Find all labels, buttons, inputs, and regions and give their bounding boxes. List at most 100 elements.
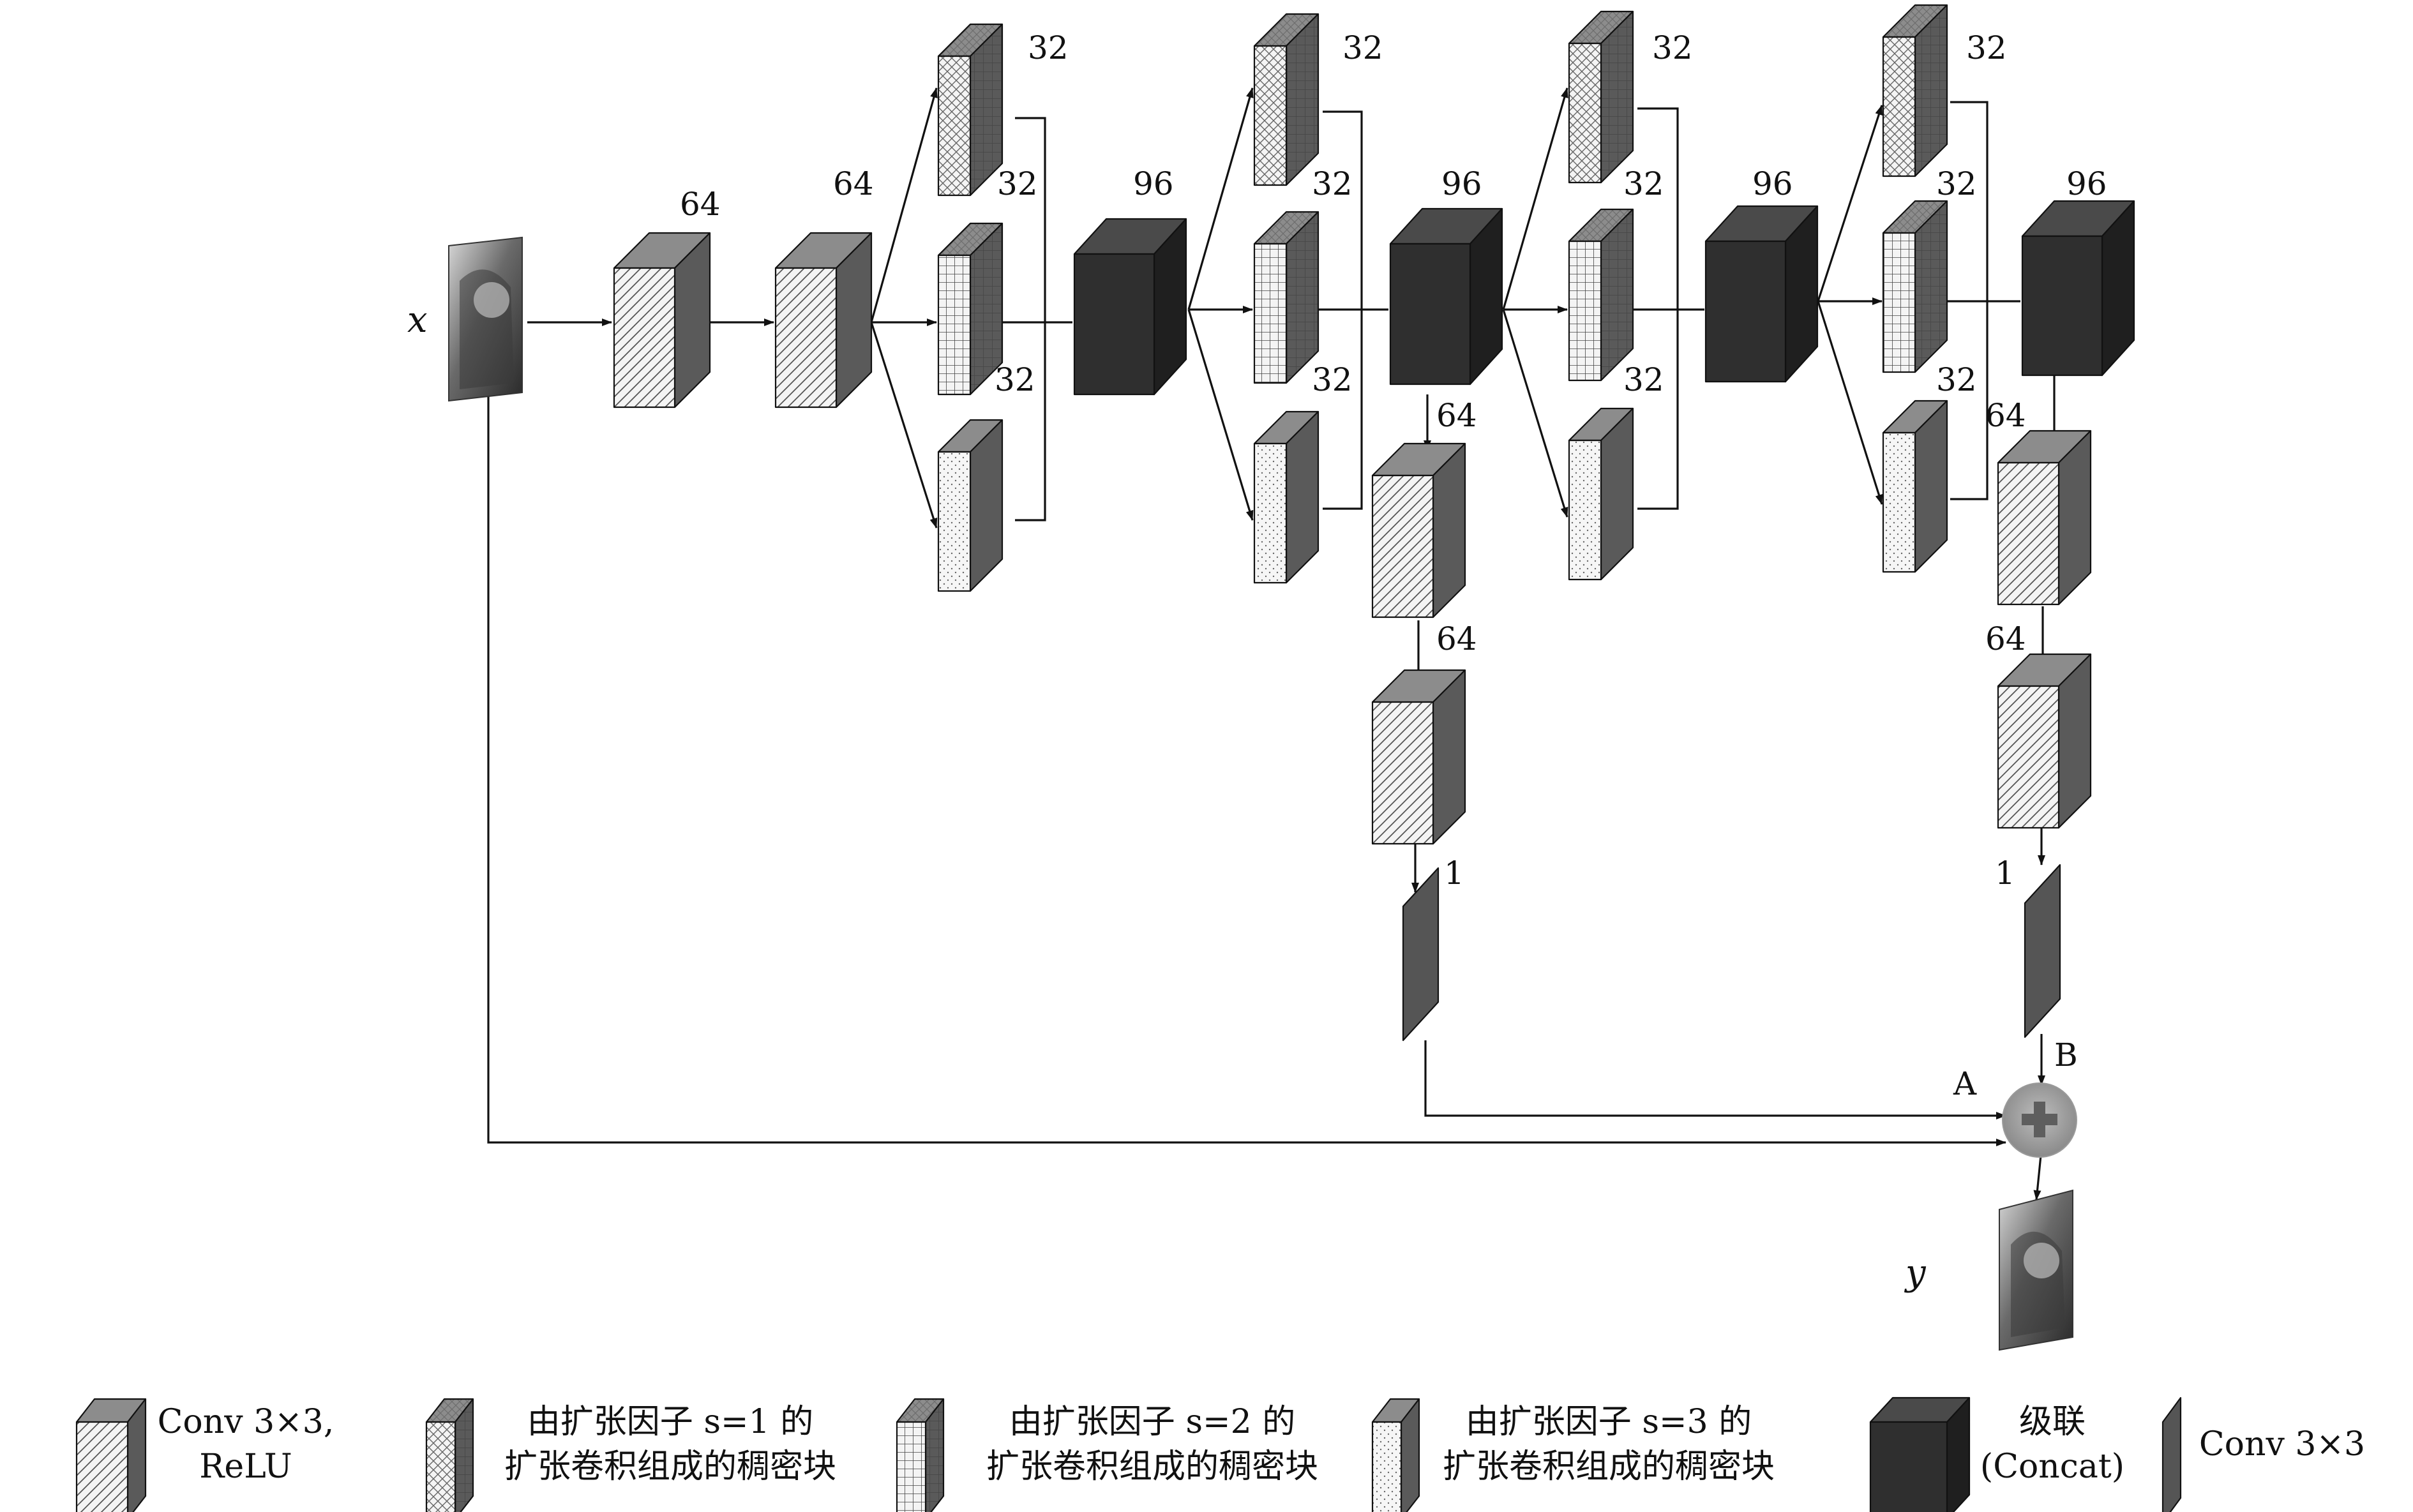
legend-concat-icon	[1869, 1396, 1971, 1512]
connection-lines	[487, 87, 2058, 1201]
channel-dense2-s3: 32	[1312, 361, 1353, 398]
legend-conv-icon	[2161, 1396, 2182, 1512]
dense3-s1-block-front	[1568, 42, 1602, 184]
legend-dense-s3-icon	[1371, 1398, 1420, 1512]
arrow-concat2-dense3-s1	[1502, 87, 1568, 310]
concat4-block-front	[2021, 235, 2103, 377]
dense2-s2-block-front	[1253, 243, 1288, 384]
legend-dense-s1-icon	[425, 1398, 474, 1512]
channel-dense3-s1: 32	[1652, 29, 1693, 66]
arrow-conv2-dense1-s1	[870, 87, 938, 323]
branchb-conv1-block-front	[1997, 461, 2060, 606]
legend-conv-relu-icon-front	[75, 1421, 129, 1512]
legend-dense-s1-icon-front	[425, 1421, 456, 1512]
dense4-s2-block	[1882, 200, 1948, 373]
channel-dense4-s2: 32	[1936, 165, 1977, 202]
sum-node	[2002, 1082, 2077, 1158]
dense1-s1-block-front	[937, 55, 972, 197]
channel-conv2: 64	[833, 165, 874, 202]
dense4-s3-block	[1882, 400, 1948, 573]
legend-conv-relu-line1: Conv 3×3,	[158, 1403, 335, 1441]
conv1-block	[613, 232, 711, 408]
skip-connection	[487, 393, 2006, 1146]
concat2-block-front	[1389, 243, 1471, 385]
dense2-s1-block	[1253, 13, 1319, 186]
channel-dense4-s3: 32	[1936, 361, 1977, 398]
legend-concat-line2: (Concat)	[1980, 1448, 2124, 1486]
legend-conv-relu-line2: ReLU	[199, 1448, 292, 1486]
output-label: y	[1904, 1252, 1927, 1294]
brancha-out-slab	[1402, 867, 1440, 1042]
brancha-conv2-block	[1371, 669, 1466, 845]
legend-dense-s2-line1: 由扩张因子 s=2 的	[1009, 1403, 1295, 1441]
legend-conv-relu-icon	[75, 1398, 147, 1512]
channel-dense3-s2: 32	[1623, 165, 1664, 202]
branchb-conv1-block	[1997, 430, 2092, 606]
arrow-concat1-dense2-s1	[1187, 87, 1254, 310]
channel-dense3-s3: 32	[1623, 361, 1664, 398]
dense1-s1-block	[937, 23, 1004, 197]
legend-dense-s1-line1: 由扩张因子 s=1 的	[527, 1403, 813, 1441]
dense3-s1-block	[1568, 10, 1634, 184]
input-image	[448, 236, 523, 402]
dense2-s1-block-front	[1253, 45, 1288, 186]
path-a-label: A	[1953, 1065, 1977, 1102]
legend-dense-s3-line2: 扩张卷积组成的稠密块	[1443, 1448, 1775, 1486]
path-a-to-sum	[1424, 1040, 2006, 1119]
channel-concat1: 96	[1133, 165, 1174, 202]
brancha-conv2-block-front	[1371, 701, 1434, 845]
path-b-label: B	[2054, 1037, 2078, 1074]
dense1-s2-block	[937, 222, 1004, 396]
dense3-s3-block-front	[1568, 439, 1602, 581]
branchb-out-slab	[2024, 864, 2061, 1038]
input-label: x	[407, 299, 428, 341]
dense3-s2-block	[1568, 208, 1634, 382]
channel-brancha-out: 1	[1444, 855, 1464, 892]
merge-dense2	[1316, 110, 1388, 510]
merge-dense1	[1001, 117, 1072, 521]
legend-dense-s2-line2: 扩张卷积组成的稠密块	[986, 1448, 1318, 1486]
legend-dense-s1-line2: 扩张卷积组成的稠密块	[504, 1448, 836, 1486]
brancha-conv1-block	[1371, 442, 1466, 618]
dense3-s2-block-front	[1568, 240, 1602, 382]
legend-dense-s3-line1: 由扩张因子 s=3 的	[1466, 1403, 1752, 1441]
channel-brancha-conv2: 64	[1436, 620, 1477, 657]
dense4-s3-block-front	[1882, 431, 1916, 573]
conv1-block-front	[613, 267, 676, 408]
dense1-s3-block	[937, 419, 1004, 592]
dense1-s3-block-front	[937, 451, 972, 592]
legend-dense-s2-icon	[896, 1398, 945, 1512]
channel-dense1-s2: 32	[997, 165, 1038, 202]
dense2-s3-block	[1253, 410, 1319, 584]
channel-dense1-s3: 32	[995, 361, 1035, 398]
channel-branchb-out: 1	[1995, 855, 2015, 892]
concat4-block	[2021, 200, 2135, 377]
channel-concat3: 96	[1752, 165, 1793, 202]
dense4-s1-block-front	[1882, 36, 1916, 177]
channel-brancha-conv1: 64	[1436, 397, 1477, 434]
concat1-block	[1073, 218, 1187, 396]
dense3-s3-block	[1568, 407, 1634, 581]
channel-concat4: 96	[2066, 165, 2107, 202]
channel-branchb-conv2: 64	[1985, 620, 2026, 657]
channel-dense2-s1: 32	[1342, 29, 1383, 66]
dense4-s1-block	[1882, 4, 1948, 177]
legend-concat-icon-front	[1869, 1421, 1948, 1512]
merge-dense4	[1941, 101, 2020, 500]
channel-concat2: 96	[1441, 165, 1482, 202]
branchb-conv2-block	[1997, 653, 2092, 829]
dense4-s2-block-front	[1882, 232, 1916, 373]
legend: Conv 3×3, ReLU 由扩张因子 s=1 的 扩张卷积组成的稠密块 由扩…	[158, 1403, 2366, 1486]
legend-dense-s2-icon-front	[896, 1421, 927, 1512]
concat3-block-front	[1704, 240, 1787, 383]
branchb-conv2-block-front	[1997, 685, 2060, 829]
dense2-s2-block	[1253, 211, 1319, 384]
channel-dense1-s1: 32	[1028, 29, 1069, 66]
brancha-conv1-block-front	[1371, 474, 1434, 618]
output-image	[1999, 1189, 2073, 1351]
channel-conv1: 64	[680, 186, 721, 223]
arrow-conv2-dense1-s3	[870, 322, 938, 528]
dense1-s2-block-front	[937, 254, 972, 396]
arrow-concat3-dense4-s1	[1817, 105, 1883, 302]
